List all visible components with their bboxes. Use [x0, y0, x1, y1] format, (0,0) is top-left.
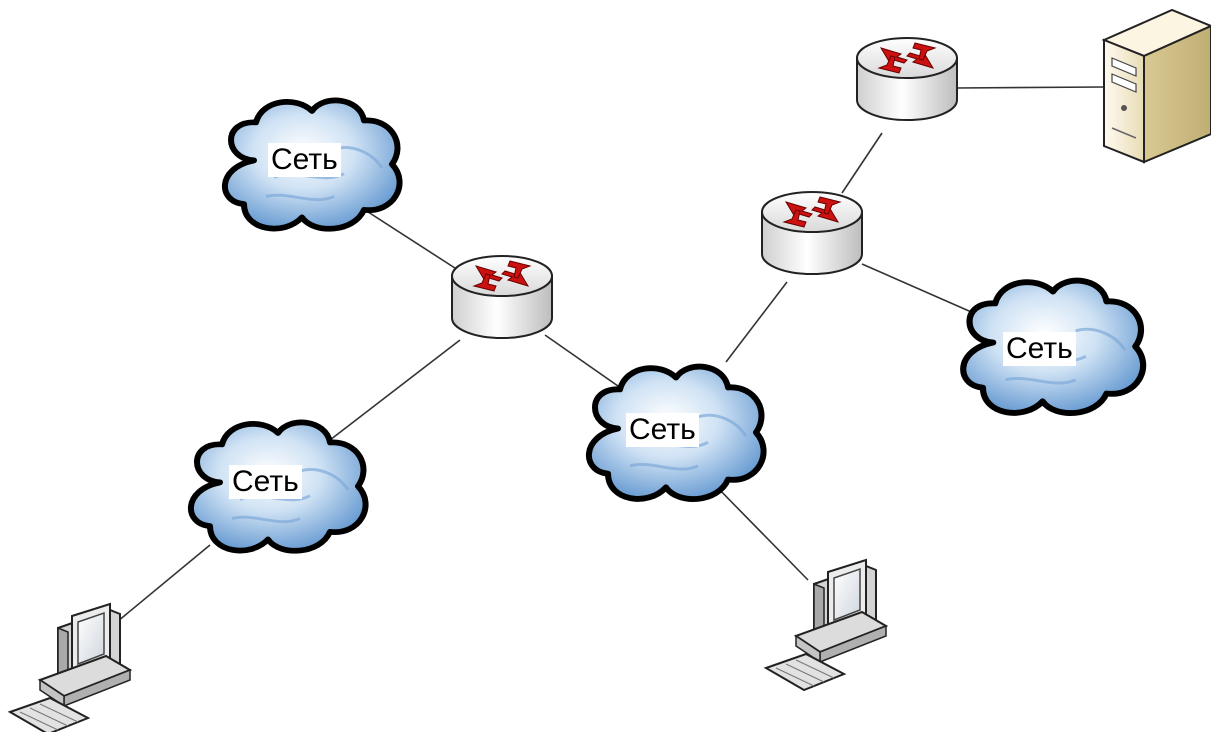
link-router-to-right-network — [861, 263, 986, 319]
link-router-to-left-network — [329, 339, 461, 441]
router-icon — [451, 255, 553, 339]
router-upper — [761, 191, 863, 275]
computer-icon — [9, 603, 131, 732]
server — [1101, 8, 1211, 164]
link-center-network-to-computer — [711, 481, 809, 581]
link-topleft-network-to-router — [364, 209, 459, 271]
network-label-right: Сеть — [1003, 332, 1076, 366]
link-left-network-to-computer — [111, 544, 211, 627]
computer-left — [9, 603, 131, 732]
links — [111, 86, 1106, 627]
network-label-left: Сеть — [229, 465, 302, 499]
link-router-to-server — [954, 86, 1106, 89]
router-top — [856, 37, 958, 121]
link-router-to-router — [841, 132, 883, 194]
server-icon — [1101, 8, 1211, 164]
link-router-to-center-network — [544, 334, 629, 394]
router-center — [451, 255, 553, 339]
network-label-center: Сеть — [626, 413, 699, 447]
computer-icon — [765, 559, 887, 691]
network-label-top-left: Сеть — [268, 143, 341, 177]
router-icon — [761, 191, 863, 275]
router-icon — [856, 37, 958, 121]
computer-center — [765, 559, 887, 691]
link-center-network-to-router — [725, 281, 788, 363]
